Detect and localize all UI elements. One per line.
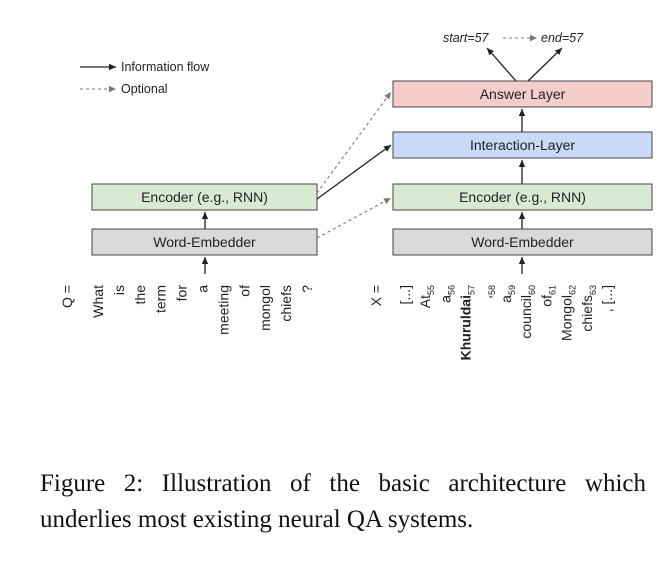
answer-layer-label: Answer Layer: [480, 86, 566, 102]
context-token-answer: Khuruldai57: [458, 285, 477, 360]
question-token: of: [236, 285, 252, 297]
question-token: for: [174, 285, 190, 302]
context-label: X =: [368, 285, 384, 306]
question-token: meeting: [215, 285, 231, 335]
question-label: Q =: [59, 285, 75, 308]
context-token: a59: [498, 285, 517, 303]
context-encoder-box: Encoder (e.g., RNN): [392, 183, 653, 211]
context-token: council60: [518, 285, 537, 339]
answer-to-end-arrow: [527, 47, 563, 82]
question-encoder-to-interaction-arrow: [316, 144, 392, 200]
context-embedder-label: Word-Embedder: [471, 234, 574, 250]
answer-layer-box: Answer Layer: [392, 80, 653, 108]
start-label: start=57: [443, 31, 490, 45]
answer-to-start-arrow: [486, 47, 517, 82]
context-token: [...]: [397, 285, 413, 304]
context-token: a56: [437, 285, 456, 303]
question-embedder-to-context-encoder-optional-arrow: [316, 197, 392, 239]
question-token: mongol: [257, 285, 273, 331]
context-tokens: X = [...]At55a56Khuruldai57,58a59council6…: [368, 285, 615, 360]
context-token: At55: [417, 285, 436, 308]
question-token: ?: [299, 285, 315, 293]
question-token: the: [132, 285, 148, 305]
legend: Information flow Optional: [80, 60, 210, 96]
interaction-layer-label: Interaction-Layer: [470, 137, 575, 153]
question-encoder-to-answer-optional-arrow: [316, 91, 392, 194]
context-token: of61: [538, 285, 557, 307]
architecture-diagram: Information flow Optional start=57 end=5…: [59, 31, 653, 360]
question-token: What: [90, 285, 106, 318]
question-token: is: [111, 285, 127, 295]
question-encoder-box: Encoder (e.g., RNN): [91, 183, 318, 211]
context-encoder-label: Encoder (e.g., RNN): [459, 189, 586, 205]
question-encoder-label: Encoder (e.g., RNN): [141, 189, 268, 205]
legend-optional: Optional: [121, 82, 168, 96]
question-embedder-box: Word-Embedder: [91, 228, 318, 256]
question-token: chiefs: [278, 285, 294, 322]
figure-caption: Figure 2: Illustration of the basic arch…: [40, 470, 646, 533]
question-token: term: [153, 285, 169, 313]
context-token: chiefs63: [579, 285, 598, 332]
question-token: a: [195, 285, 211, 293]
context-token: , [...]: [599, 285, 615, 312]
question-embedder-label: Word-Embedder: [153, 234, 256, 250]
end-label: end=57: [541, 31, 584, 45]
context-token: ,58: [478, 285, 497, 299]
legend-information-flow: Information flow: [121, 60, 210, 74]
interaction-layer-box: Interaction-Layer: [392, 131, 653, 159]
context-token: Mongol62: [559, 285, 578, 341]
context-embedder-box: Word-Embedder: [392, 228, 653, 256]
